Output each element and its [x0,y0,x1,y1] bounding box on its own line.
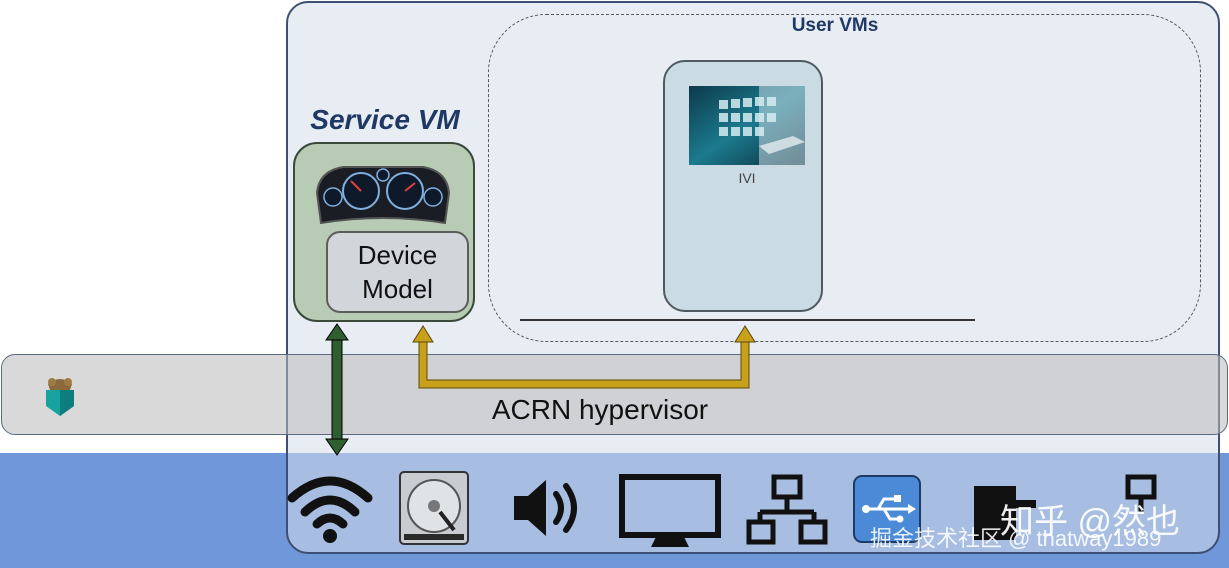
network-partial-icon [1124,474,1164,553]
virtio-arrow [412,325,756,389]
monitor-icon [619,474,721,555]
network-icon [746,474,828,553]
device-model-line2: Model [362,274,433,304]
device-model-line1: Device [357,240,438,270]
watermark-zhihu: 知乎 @然也 [1000,503,1180,541]
user-vms-title: User VMs [791,15,879,36]
instrument-cluster-image [313,153,453,233]
watermark-juejin: 掘金技术社区 @ thatway1989 [870,526,1162,551]
usb-icon [852,474,922,549]
speaker-icon [512,474,588,547]
device-model-box: Device Model [326,231,469,313]
ivi-label: IVI [738,170,756,186]
passthrough-arrow [325,323,349,456]
hypervisor-band [1,354,1228,435]
user-vm-bus-line [520,319,975,321]
ivi-image [689,86,805,165]
user-vms-container [488,14,1201,342]
hard-disk-icon [398,470,470,551]
hypervisor-label: ACRN hypervisor [491,394,709,425]
service-vm-title: Service VM [310,104,460,135]
acrn-logo-icon [40,374,80,420]
wifi-icon [287,470,373,549]
camera-icon [972,484,1038,549]
